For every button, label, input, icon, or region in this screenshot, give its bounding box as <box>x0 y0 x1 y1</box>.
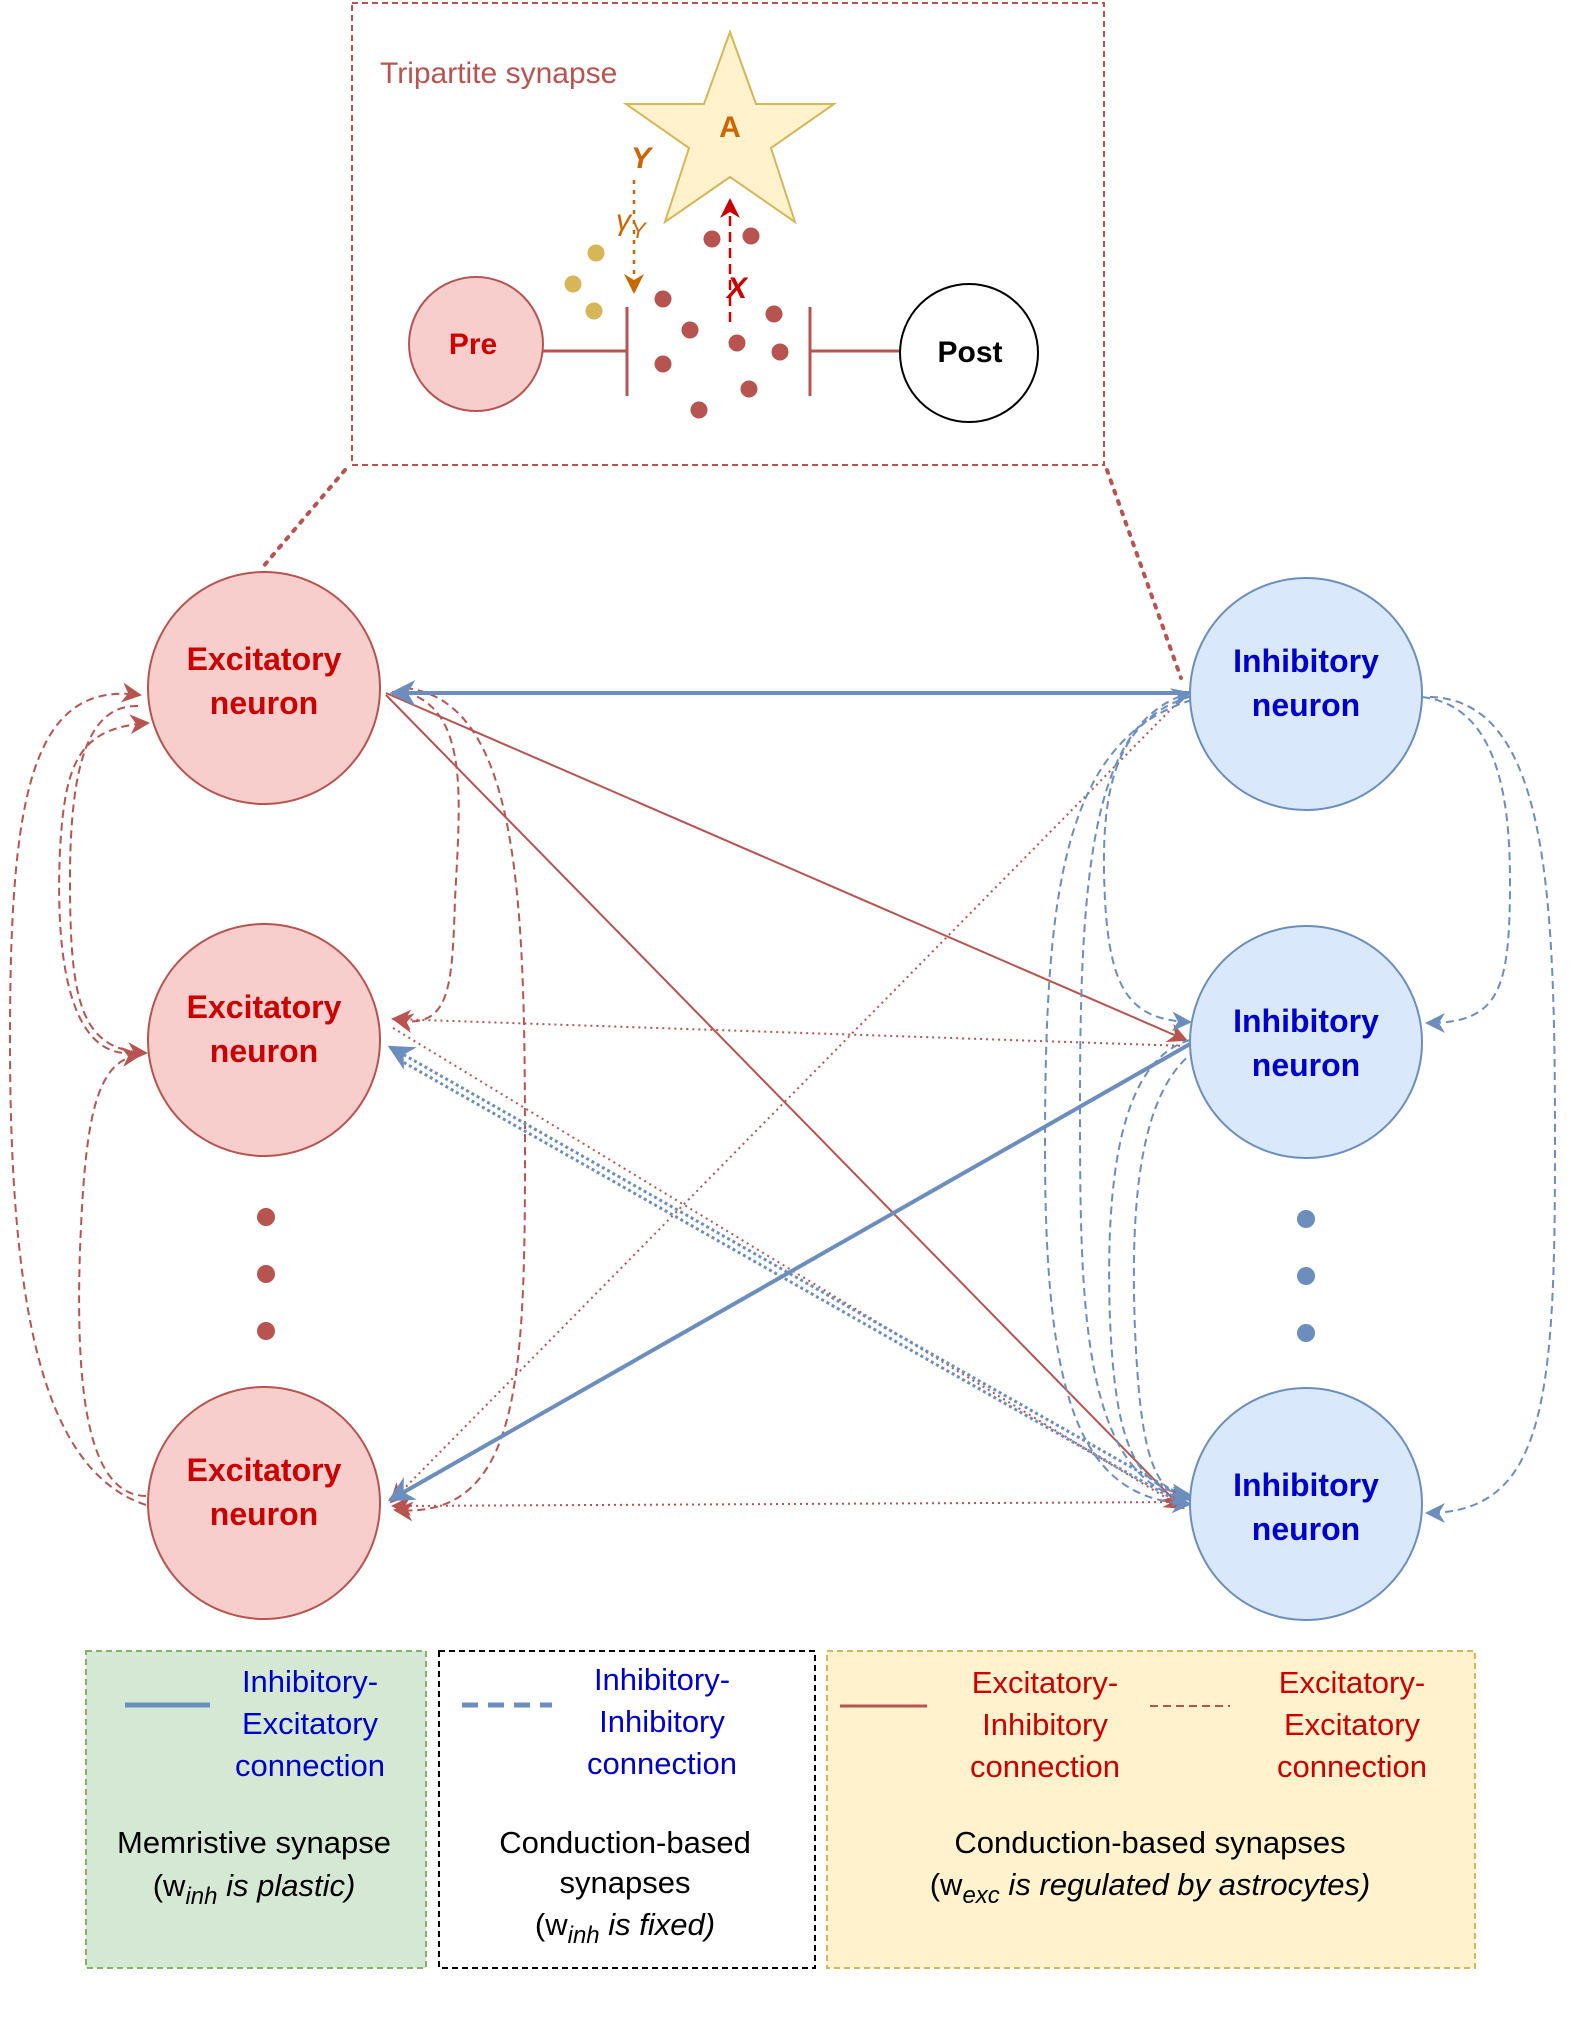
ii-i2-i3-left <box>1108 1039 1192 1504</box>
inhibitory-neuron-3-line2: neuron <box>1252 1511 1360 1547</box>
post-neuron <box>899 283 1039 423</box>
legend-ii-line2: Inhibitory <box>599 1704 725 1739</box>
ee-loop-e1-e2 <box>68 704 148 1063</box>
x-label: X <box>725 272 749 305</box>
legend-astro-desc2: (wexc is regulated by astrocytes) <box>930 1867 1371 1909</box>
connections <box>8 680 1557 1523</box>
ii-i1-i3-right <box>1425 696 1557 1523</box>
inhibitory-neuron-2-line1: Inhibitory <box>1233 1003 1379 1039</box>
neurotransmitter-dots <box>654 227 789 419</box>
y-label: Y <box>631 142 654 175</box>
legend-ie-line3: connection <box>235 1748 385 1783</box>
pre-label: Pre <box>449 328 497 361</box>
legend-fixed-desc2: synapses <box>560 1865 691 1900</box>
legend-ee-line1: Excitatory- <box>1279 1665 1425 1700</box>
ie-i2-e3 <box>387 1042 1191 1502</box>
gamma-label: γY <box>616 204 647 243</box>
legend-ei-line2: Inhibitory <box>982 1707 1108 1742</box>
legend-ee-line3: connection <box>1277 1749 1427 1784</box>
excitatory-neuron-2-line1: Excitatory <box>187 989 342 1025</box>
inhibitory-ellipsis-dots <box>1297 1210 1315 1342</box>
tripartite-synapse-panel: Tripartite synapse A Y γY X <box>351 2 1105 466</box>
ie-i3-e2-dotted-a <box>387 1045 1185 1499</box>
excitatory-neuron-3: Excitatory neuron <box>147 1386 381 1620</box>
excitatory-neuron-3-line2: neuron <box>210 1496 318 1532</box>
ee-loop-e1-e3-right <box>393 687 527 1522</box>
excitatory-neuron-1-line1: Excitatory <box>187 641 342 677</box>
legend-fixed-desc3: (winh is fixed) <box>535 1907 715 1949</box>
astrocyte-label: A <box>719 111 741 144</box>
ee-loop-e3-e2 <box>78 1047 147 1497</box>
post-label: Post <box>937 336 1002 369</box>
legend-astro-desc1: Conduction-based synapses <box>954 1825 1345 1860</box>
ei-i1-e3-dotted <box>389 693 1187 1504</box>
inhibitory-neuron-2: Inhibitory neuron <box>1189 925 1423 1159</box>
excitatory-neuron-1: Excitatory neuron <box>147 571 381 805</box>
legend-astrocyte-regulated: Excitatory- Inhibitory connection Excita… <box>826 1650 1476 1969</box>
tripartite-box <box>351 2 1105 466</box>
ei-i3-e3-dotted <box>391 1495 1187 1516</box>
ii-i1-i3-left <box>1043 699 1193 1514</box>
tripartite-title: Tripartite synapse <box>380 57 617 90</box>
inset-connector-left <box>260 468 347 570</box>
legend-ei-line1: Excitatory- <box>972 1665 1118 1700</box>
legend-fixed: Inhibitory- Inhibitory connection Conduc… <box>438 1650 816 1969</box>
legend-memristive-desc2: (winh is plastic) <box>153 1868 356 1910</box>
legend-ii-line1: Inhibitory- <box>594 1662 730 1697</box>
excitatory-neuron-3-line1: Excitatory <box>187 1452 342 1488</box>
inhibitory-neuron-3-line1: Inhibitory <box>1233 1467 1379 1503</box>
legend-fixed-desc1: Conduction-based <box>499 1825 751 1860</box>
ei-e2-i3-dotted <box>392 1027 1185 1510</box>
legend-ee-line2: Excitatory <box>1284 1707 1421 1742</box>
legend-ie-line1: Inhibitory- <box>242 1664 378 1699</box>
inhibitory-neuron-3: Inhibitory neuron <box>1189 1387 1423 1621</box>
ee-loop-e3-e1-outer <box>8 682 147 1506</box>
inhibitory-neuron-2-line2: neuron <box>1252 1047 1360 1083</box>
ie-i3-e2-dotted-b <box>395 1056 1185 1507</box>
ii-i2-i3-left-b <box>1132 1049 1197 1507</box>
legend-memristive-desc1: Memristive synapse <box>117 1825 391 1860</box>
inhibitory-neuron-1: Inhibitory neuron <box>1189 577 1423 811</box>
excitatory-neuron-1-line2: neuron <box>210 685 318 721</box>
excitatory-ellipsis-dots <box>257 1208 275 1340</box>
ii-i1-i2-left <box>1102 695 1193 1032</box>
excitatory-neuron-2-line2: neuron <box>210 1033 318 1069</box>
ee-loop-e2-e1 <box>58 714 150 1055</box>
legend-ei-line3: connection <box>970 1749 1120 1784</box>
gliotransmitter-dots <box>564 244 605 320</box>
inhibitory-neuron-1-line2: neuron <box>1252 687 1360 723</box>
ii-i3-i1-left <box>1078 688 1192 1501</box>
inset-connector-right <box>1105 468 1183 680</box>
inhibitory-neuron-1-line1: Inhibitory <box>1233 643 1379 679</box>
ii-i1-i2-right <box>1421 696 1512 1033</box>
ee-loop-e1-e2-right <box>393 691 460 1034</box>
ei-e1-i3 <box>385 694 1182 1508</box>
legend-ii-line3: connection <box>587 1746 737 1781</box>
legend-ie-line2: Excitatory <box>242 1706 379 1741</box>
astrocyte-star <box>622 29 838 225</box>
pre-neuron <box>408 276 544 412</box>
excitatory-neuron-2: Excitatory neuron <box>147 923 381 1157</box>
ei-e1-i2 <box>385 692 1188 1043</box>
ei-i2-e2-dotted <box>391 1009 1187 1047</box>
legend-memristive: Inhibitory- Excitatory connection Memris… <box>85 1650 427 1969</box>
